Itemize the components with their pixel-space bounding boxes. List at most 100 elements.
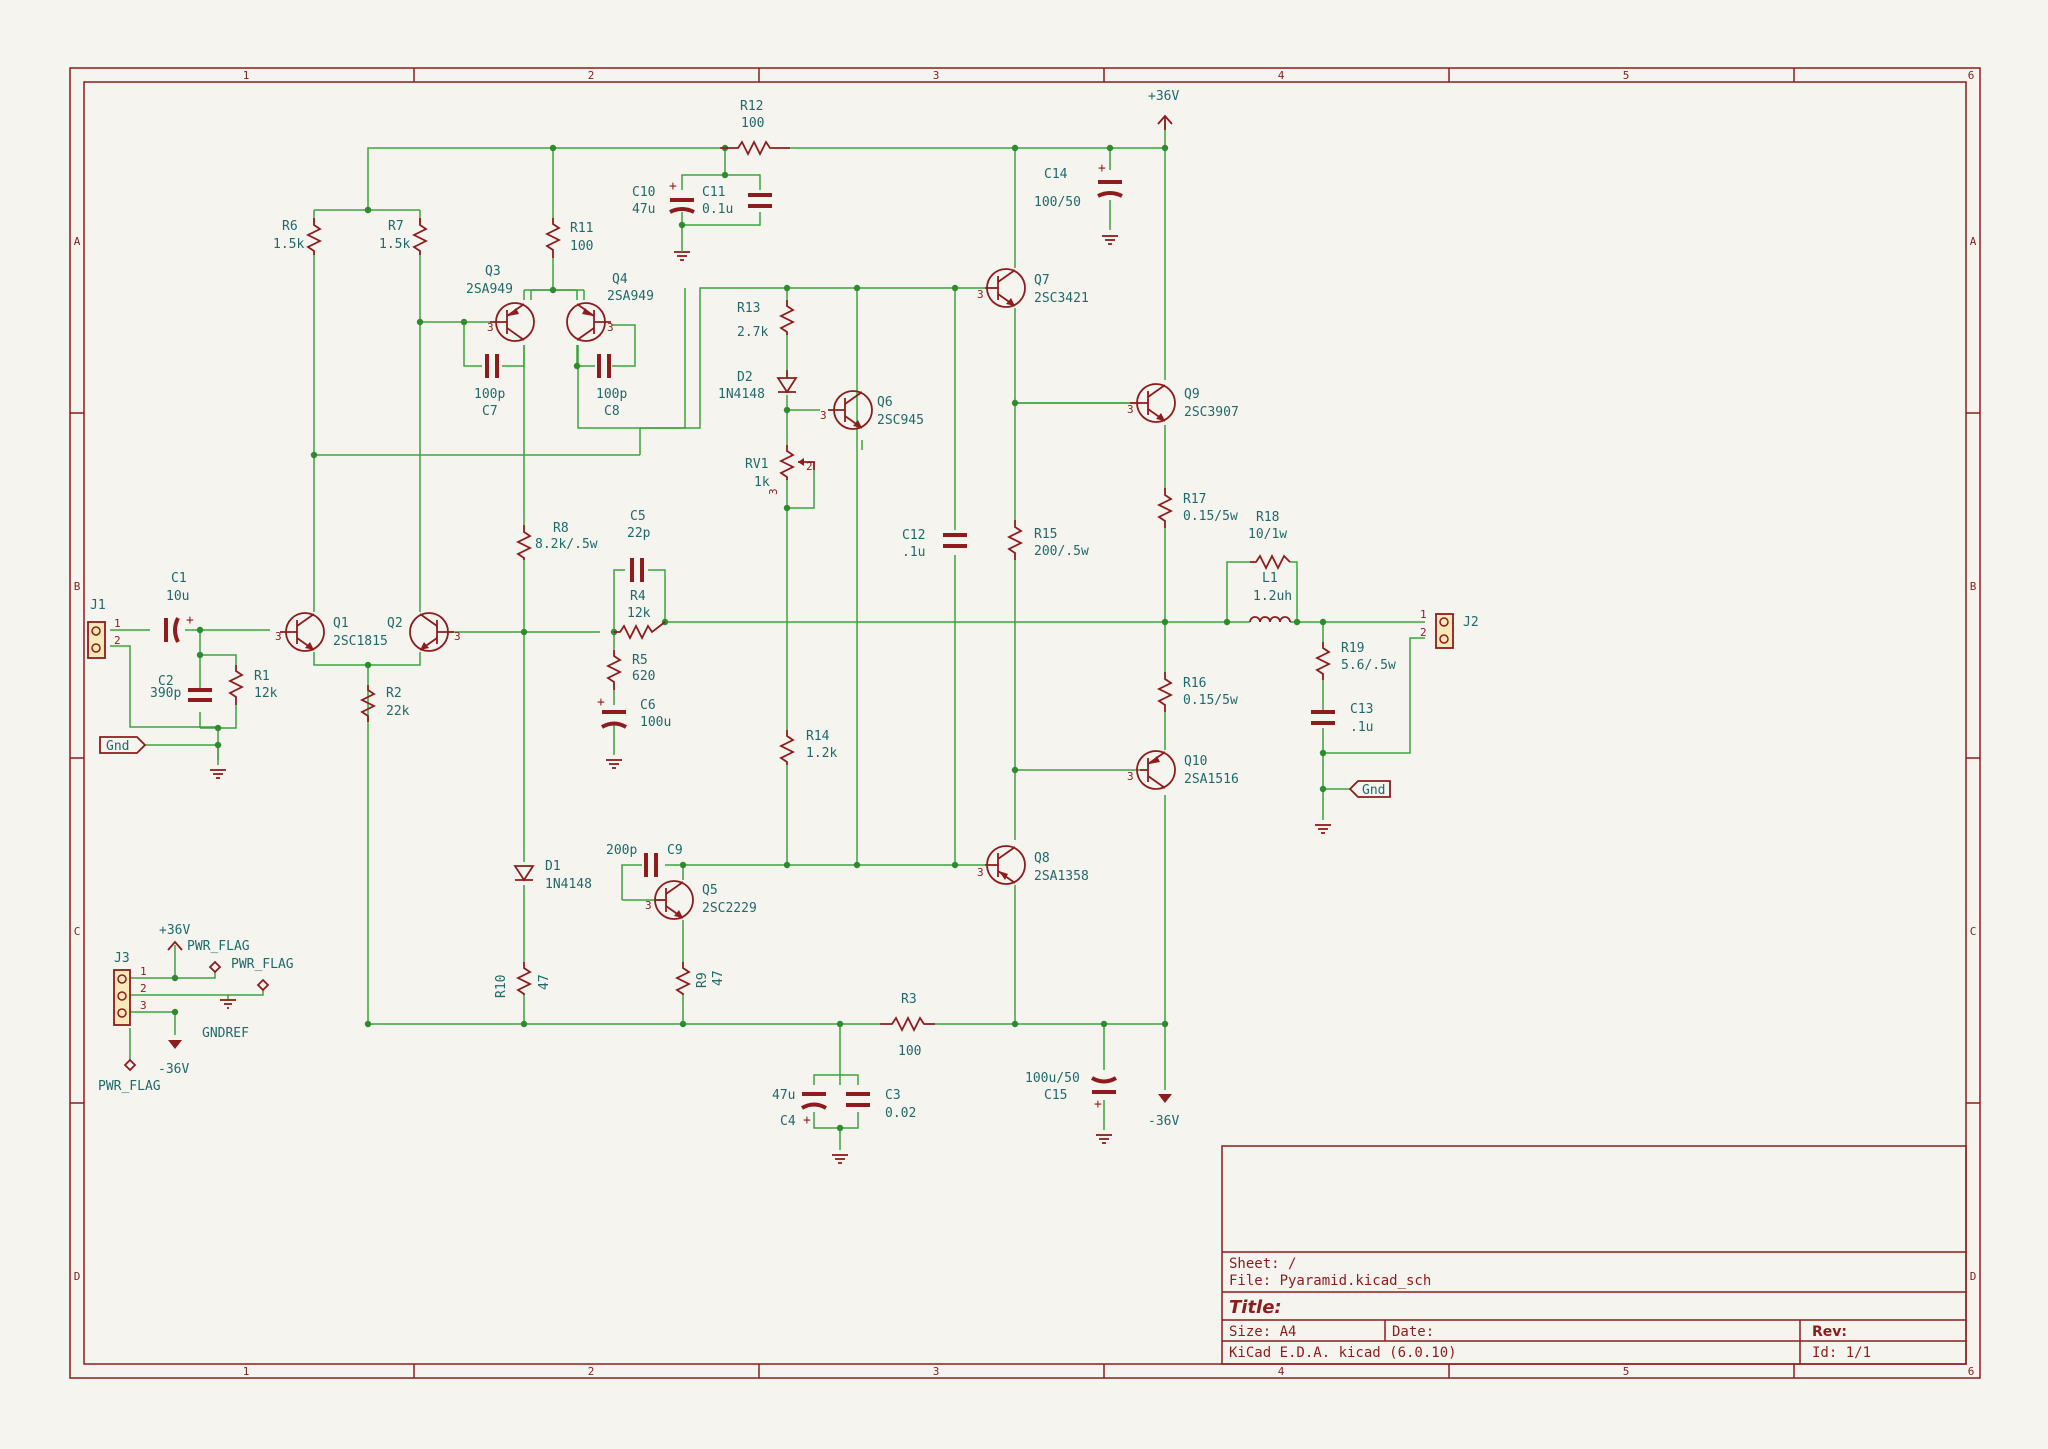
resistor-R12[interactable]: R12 100 [720, 99, 790, 157]
transistor-Q3[interactable]: 3 Q3 2SA949 [466, 264, 535, 342]
capacitor-value: .1u [1350, 720, 1373, 735]
transistor-Q5[interactable]: 3 Q5 2SC2229 [645, 880, 757, 920]
resistor-R17[interactable]: R17 0.15/5w [1156, 488, 1238, 528]
capacitor-ref: C15 [1044, 1088, 1067, 1103]
transistor-Q8[interactable]: 3 Q8 2SA1358 [977, 845, 1089, 885]
potentiometer-RV1[interactable]: 2 3 RV1 1k [745, 445, 815, 495]
capacitor-C9[interactable]: 200p C9 [606, 843, 683, 877]
col-label: 2 [588, 1365, 595, 1378]
resistor-value: 0.15/5w [1183, 693, 1238, 708]
resistor-ref: R4 [630, 589, 646, 604]
resistor-ref: R6 [282, 219, 298, 234]
resistor-ref: R18 [1256, 510, 1279, 525]
capacitor-C2[interactable]: C2 390p [150, 674, 212, 702]
capacitor-C1[interactable]: + C1 10u [164, 571, 194, 643]
diode-ref: D1 [545, 859, 561, 874]
resistor-value: 200/.5w [1034, 544, 1089, 559]
resistor-R3[interactable]: R3 100 [880, 992, 935, 1059]
transistor-Q1[interactable]: 3 Q1 2SC1815 [275, 612, 388, 652]
pin-label: 2 [114, 634, 121, 647]
capacitor-value: 10u [166, 589, 189, 604]
capacitor-C12[interactable]: C12 .1u [902, 528, 967, 560]
resistor-ref: R5 [632, 653, 648, 668]
capacitor-ref: C11 [702, 185, 725, 200]
resistor-R5[interactable]: R5 620 [605, 650, 655, 690]
resistor-R1[interactable]: R1 12k [227, 665, 278, 705]
resistor-R16[interactable]: R16 0.15/5w [1156, 672, 1238, 712]
title-block: Sheet: / File: Pyaramid.kicad_sch Title:… [1221, 1145, 1967, 1365]
power-symbol-p36-top: +36V [1148, 89, 1179, 130]
capacitor-C14[interactable]: + C14 100/50 [1034, 161, 1123, 210]
pin-label: 3 [275, 630, 282, 643]
pin-label: 2 [806, 460, 813, 473]
capacitor-C8[interactable]: 100p C8 [596, 354, 627, 419]
resistor-R18[interactable]: R18 10/1w [1248, 510, 1291, 571]
resistor-value: 1.2k [806, 746, 837, 761]
resistor-R4[interactable]: R4 12k [614, 589, 666, 641]
inductor-L1[interactable]: L1 1.2uh [1249, 571, 1292, 623]
ground-icon [1102, 235, 1118, 245]
transistor-Q4[interactable]: 3 Q4 2SA949 [566, 272, 654, 342]
resistor-ref: R2 [386, 686, 402, 701]
connector-J3[interactable]: J3 1 2 3 [113, 951, 147, 1026]
capacitor-ref: C12 [902, 528, 925, 543]
pin-label: 3 [767, 488, 780, 495]
transistor-Q9[interactable]: 3 Q9 2SC3907 [1127, 383, 1239, 423]
diode-D2[interactable]: D2 1N4148 [718, 370, 798, 402]
capacitor-C6[interactable]: + C6 100u [597, 695, 671, 730]
transistor-value: 2SA949 [466, 282, 513, 297]
transistor-Q2[interactable]: 3 Q2 [387, 612, 461, 652]
capacitor-C15[interactable]: + 100u/50 C15 [1025, 1071, 1118, 1112]
power-symbol-m36-j3: -36V [158, 1040, 189, 1077]
sheet-frame [69, 67, 1981, 1379]
diode-D1[interactable]: D1 1N4148 [513, 859, 592, 892]
polarity-plus: + [597, 695, 605, 710]
row-label: A [1970, 235, 1977, 248]
resistor-R6[interactable]: R6 1.5k [273, 218, 323, 255]
resistor-R13[interactable]: R13 2.7k [737, 300, 796, 340]
capacitor-C7[interactable]: 100p C7 [474, 354, 505, 419]
col-label: 4 [1278, 69, 1285, 82]
capacitor-value: 100u [640, 715, 671, 730]
connector-J2[interactable]: J2 1 2 [1420, 608, 1479, 649]
resistor-value: 47 [711, 970, 726, 986]
resistor-ref: R19 [1341, 641, 1364, 656]
resistor-R14[interactable]: R14 1.2k [778, 729, 837, 765]
resistor-R19[interactable]: R19 5.6/.5w [1314, 641, 1396, 680]
column-labels-top: 1 2 3 4 5 6 [243, 69, 1975, 82]
resistor-R8[interactable]: R8 8.2k/.5w [515, 521, 598, 560]
resistor-value: 2.7k [737, 325, 768, 340]
resistor-ref: R1 [254, 669, 270, 684]
resistor-ref: R8 [553, 521, 569, 536]
ground-icon [1315, 824, 1331, 834]
capacitor-ref: C14 [1044, 167, 1068, 182]
ground-icon [1096, 1134, 1112, 1144]
tb-id: Id: 1/1 [1812, 1345, 1871, 1361]
transistor-Q7[interactable]: 3 Q7 2SC3421 [977, 268, 1089, 308]
row-label: B [1970, 580, 1977, 593]
row-labels: A B C D A B C D [74, 235, 1977, 1283]
transistor-Q10[interactable]: 3 Q10 2SA1516 [1127, 750, 1239, 790]
capacitor-C5[interactable]: C5 22p [627, 509, 651, 582]
capacitor-ref: C3 [885, 1088, 901, 1103]
resistor-R2[interactable]: R2 22k [359, 685, 410, 722]
transistor-ref: Q6 [877, 395, 893, 410]
capacitor-C11[interactable]: C11 0.1u [702, 185, 772, 217]
capacitor-C3[interactable]: C3 0.02 [846, 1088, 916, 1121]
resistor-R7[interactable]: R7 1.5k [379, 218, 429, 255]
capacitor-C10[interactable]: + C10 47u [632, 179, 695, 217]
resistor-R15[interactable]: R15 200/.5w [1006, 520, 1089, 560]
capacitor-C4[interactable]: + 47u C4 [772, 1088, 828, 1129]
resistor-R11[interactable]: R11 100 [544, 218, 593, 258]
transistor-Q6[interactable]: 3 Q6 2SC945 [820, 390, 924, 430]
polarity-plus: + [1094, 1097, 1102, 1112]
capacitor-ref: C8 [604, 404, 620, 419]
resistor-R9[interactable]: R9 47 [674, 962, 726, 995]
resistor-value: 22k [386, 704, 410, 719]
capacitor-C13[interactable]: C13 .1u [1311, 702, 1373, 735]
power-label: -36V [158, 1062, 189, 1077]
polarity-plus: + [186, 613, 194, 628]
transistor-ref: Q3 [485, 264, 501, 279]
resistor-R10[interactable]: R10 47 [494, 962, 552, 998]
connector-J1[interactable]: J1 1 2 [87, 598, 121, 659]
